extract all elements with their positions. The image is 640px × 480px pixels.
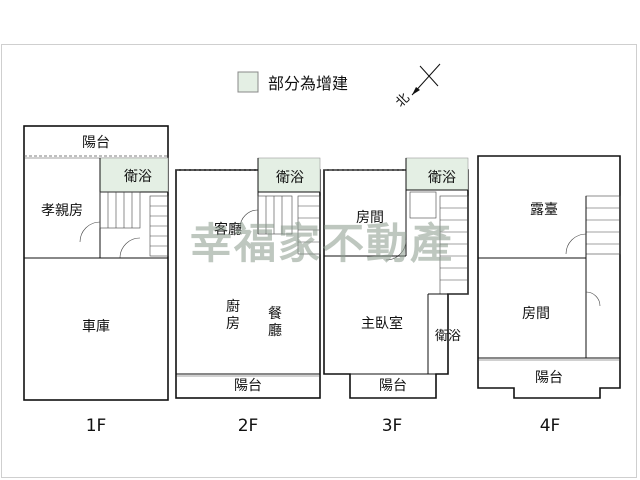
2f-kitchen-label-2: 房 xyxy=(226,316,240,332)
watermark: 幸福家不動產 xyxy=(190,219,454,268)
4f-balcony-label: 陽台 xyxy=(535,370,563,386)
plan-frame xyxy=(1,44,637,478)
floor-3f xyxy=(323,157,469,399)
floor-4f xyxy=(477,155,621,399)
2f-living-label: 客廳 xyxy=(214,221,242,238)
3f-master-label: 主臥室 xyxy=(361,315,403,332)
floor-1f xyxy=(23,125,169,401)
2f-bath-label: 衛浴 xyxy=(276,170,304,186)
2f-dining-label-1: 餐 xyxy=(268,306,282,322)
4f-label: 4F xyxy=(540,416,561,436)
floor-2f xyxy=(175,157,321,399)
legend-swatch xyxy=(237,71,259,93)
2f-balcony-label: 陽台 xyxy=(234,378,262,394)
4f-terrace-label: 露臺 xyxy=(530,202,558,218)
2f-label: 2F xyxy=(238,416,259,436)
3f-balcony-label: 陽台 xyxy=(379,378,407,394)
2f-kitchen-label-1: 廚 xyxy=(226,298,240,315)
3f-bath-side-label: 衛浴 xyxy=(435,329,461,344)
1f-label: 1F xyxy=(86,416,107,436)
north-arrow-icon: 北 xyxy=(393,63,441,111)
2f-dining-label-2: 廳 xyxy=(268,322,282,339)
4f-room-label: 房間 xyxy=(522,306,550,322)
3f-bath-top-label: 衛浴 xyxy=(428,170,456,186)
north-label: 北 xyxy=(393,91,413,111)
3f-label: 3F xyxy=(382,416,403,436)
1f-garage-label: 車庫 xyxy=(82,318,110,335)
1f-bath-label: 衛浴 xyxy=(124,169,152,185)
1f-parent-room-label: 孝親房 xyxy=(41,203,83,219)
3f-room-label: 房間 xyxy=(356,210,384,226)
1f-balcony-label: 陽台 xyxy=(82,135,110,151)
legend-text: 部分為增建 xyxy=(268,74,348,93)
